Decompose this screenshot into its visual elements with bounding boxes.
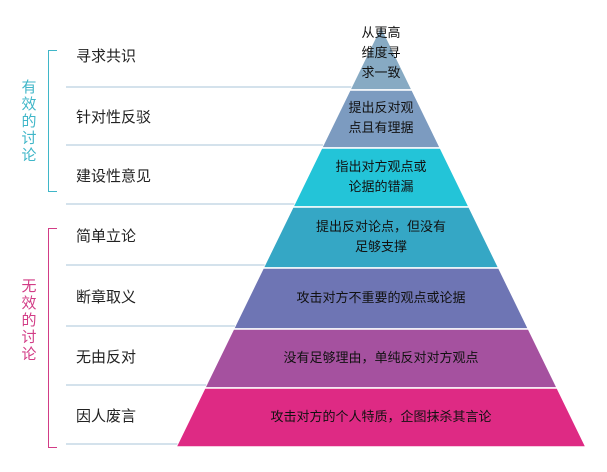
level-label-groundless-objection: 无由反对: [76, 347, 137, 366]
effective-bracket: [48, 50, 57, 192]
level-description-simple-argument: 提出反对论点，但没有足够支撑: [315, 219, 447, 255]
ineffective-bracket: [48, 228, 57, 448]
pyramid-band-ad-hominem: [174, 387, 588, 448]
ineffective-group-label: 无效的讨论: [21, 277, 37, 363]
level-description-ad-hominem: 攻击对方的个人特质，企图抹杀其言论: [270, 409, 492, 425]
level-label-simple-argument: 简单立论: [76, 226, 137, 245]
level-label-out-of-context: 断章取义: [76, 287, 137, 306]
level-label-targeted-rebuttal: 针对性反驳: [76, 108, 152, 126]
effective-group-label: 有效的讨论: [21, 78, 37, 164]
level-label-ad-hominem: 因人废言: [76, 406, 137, 425]
level-description-out-of-context: 攻击对方不重要的观点或论据: [296, 290, 466, 306]
level-label-seek-consensus: 寻求共识: [76, 47, 137, 65]
level-description-constructive-opinion: 指出对方观点或论据的错漏: [335, 159, 427, 195]
level-description-groundless-objection: 没有足够理由，单纯反对对方观点: [283, 350, 479, 366]
level-label-constructive-opinion: 建设性意见: [76, 166, 152, 185]
level-description-seek-consensus: 从更高维度寻求一致: [361, 26, 401, 81]
level-description-targeted-rebuttal: 提出反对观点且有理据: [348, 101, 414, 136]
